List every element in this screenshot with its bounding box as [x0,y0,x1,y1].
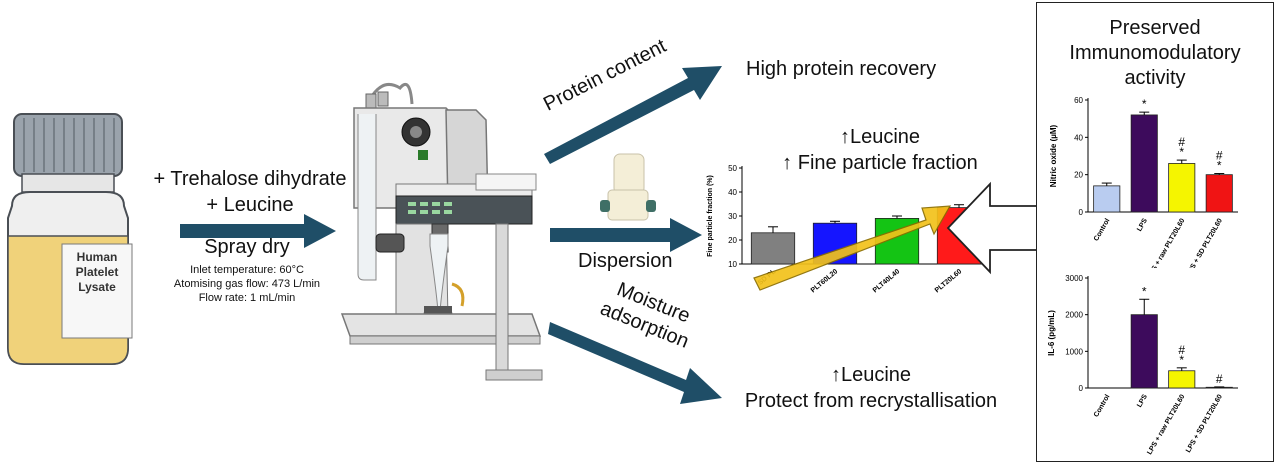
spray-dry-title: Spray dry [204,236,290,258]
additive-leucine: + Leucine [206,194,294,216]
fpf-trend-arrow [753,205,952,291]
significance-mark: * [1179,145,1184,159]
bottle-label-line-1: Human [76,250,118,264]
panel-title: Preserved Immunomodulatory activity [1069,17,1241,89]
x-tick-label: LPS + raw PLT20L60 [1146,217,1186,268]
fpf-result-leucine: ↑Leucine [839,126,921,148]
x-tick-label: LPS + SD PLT20L60 [1185,393,1224,454]
x-tick-label: LPS [1136,393,1149,409]
bottle-label-line-2: Platelet [75,265,119,279]
y-tick-label: 30 [728,212,737,221]
y-axis-label: IL-6 (pg/mL) [1047,310,1056,356]
x-tick-label: Control [1093,217,1112,242]
high-protein-recovery: High protein recovery [746,58,937,80]
significance-mark: # [1216,149,1223,163]
spray-dry-arrow [180,214,336,248]
x-tick-label: LPS [1136,217,1149,233]
y-tick-label: 60 [1074,96,1083,105]
y-axis-label: Nitric oxide (µM) [1049,124,1058,187]
x-tick-label: LPS + raw PLT20L60 [1146,393,1186,456]
moisture-result-recrystallisation: Protect from recrystallisation [744,390,998,412]
significance-mark: * [1142,97,1147,111]
significance-mark: # [1178,135,1185,149]
bottle-label-line-3: Lysate [78,280,116,294]
bar-lps [1130,314,1158,389]
protein-content-arrow [544,66,722,164]
fpf-result-fine-particle: ↑ Fine particle fraction [782,152,978,174]
y-tick-label: 2000 [1065,311,1083,320]
y-tick-label: 20 [1074,171,1083,180]
significance-mark: * [1217,159,1222,173]
bar-control [1093,185,1121,213]
x-tick-label: Control [1093,393,1112,418]
bar-lps [1130,114,1158,213]
x-tick-label: LPS + SD PLT20L60 [1185,217,1224,268]
y-tick-label: 10 [728,260,737,269]
param-inlet-temperature: Inlet temperature: 60°C [190,264,304,276]
y-tick-label: 20 [728,236,737,245]
y-tick-label: 40 [1074,133,1083,142]
param-flow-rate: Flow rate: 1 mL/min [198,292,296,304]
y-tick-label: 0 [1079,384,1084,393]
outline-link-arrow [946,181,1041,275]
bar-lps-raw-plt20l60 [1168,370,1196,389]
additive-trehalose: + Trehalose dihydrate [153,168,347,190]
dispersion-label: Dispersion [578,250,673,272]
y-tick-label: 0 [1079,208,1084,217]
platelet-lysate-bottle [7,113,133,365]
significance-mark: # [1178,343,1185,357]
moisture-adsorption-arrow [548,322,722,404]
significance-mark: # [1216,372,1223,386]
param-atomising-gas-flow: Atomising gas flow: 473 L/min [173,278,321,290]
bar-lps-raw-plt20l60 [1168,163,1196,213]
bar-lps-sd-plt20l60 [1205,174,1233,213]
spray-dryer-illustration [340,82,543,381]
inhaler-device-icon [600,153,656,221]
significance-mark: * [1179,353,1184,367]
y-tick-label: 1000 [1065,347,1083,356]
y-tick-label: 50 [728,164,737,173]
y-axis-label: Fine particle fraction (%) [707,175,714,257]
y-tick-label: 3000 [1065,274,1083,283]
y-tick-label: 40 [728,188,737,197]
dispersion-arrow [550,218,702,252]
significance-mark: * [1142,284,1147,298]
moisture-result-leucine: ↑Leucine [830,364,912,386]
